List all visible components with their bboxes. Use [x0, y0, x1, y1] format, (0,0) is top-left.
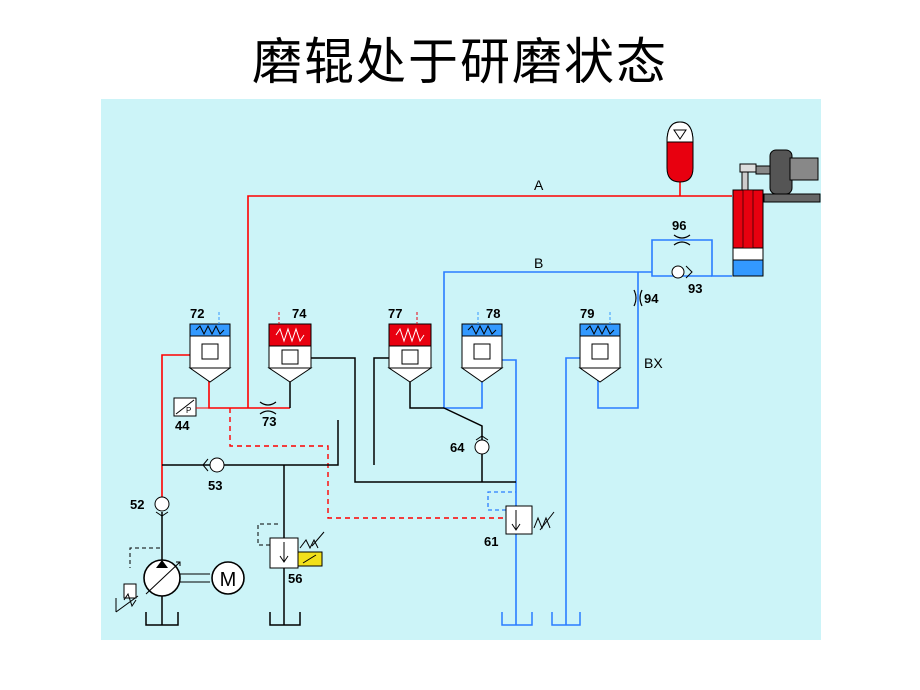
relief-valve-56: [257, 523, 325, 569]
label-73: 73: [262, 414, 276, 429]
valve-79: [578, 312, 622, 383]
check-valve-52: [154, 496, 170, 517]
label-77: 77: [388, 306, 402, 321]
check-valve-93: [671, 265, 693, 279]
orifice-96: [673, 234, 691, 246]
label-56: 56: [288, 571, 302, 586]
svg-text:M: M: [220, 569, 237, 591]
motor: M: [211, 561, 245, 595]
valve-78: [460, 312, 504, 383]
pilot-line-red: [229, 408, 505, 519]
label-64: 64: [450, 440, 465, 455]
accumulator: [666, 121, 694, 183]
svg-text:P: P: [186, 406, 191, 415]
label-44: 44: [175, 418, 190, 433]
label-78: 78: [486, 306, 500, 321]
orifice-73: [259, 401, 277, 415]
tank-symbols: [145, 612, 301, 626]
tank-symbols-blue: [501, 612, 581, 626]
valve-74: [267, 312, 313, 383]
valve-72: [188, 312, 232, 383]
label-72: 72: [190, 306, 204, 321]
check-valve-64: [474, 435, 490, 455]
check-valve-53: [202, 457, 225, 473]
relief-valve-61: [505, 505, 555, 535]
orifice-94: [633, 289, 643, 307]
pump: [129, 547, 210, 597]
valve-77: [387, 312, 433, 383]
line-b: [443, 239, 732, 625]
grinding-roller: [755, 149, 821, 203]
cylinder: [732, 163, 764, 277]
pump-regulator: [115, 583, 139, 613]
label-52: 52: [130, 497, 144, 512]
line-b-label: B: [534, 255, 543, 271]
label-93: 93: [688, 281, 702, 296]
pressure-switch-44: P: [173, 397, 209, 417]
label-61: 61: [484, 534, 498, 549]
pilot-line-blue: [487, 491, 516, 511]
line-a-label: A: [534, 177, 544, 193]
label-74: 74: [292, 306, 307, 321]
slide-title: 磨辊处于研磨状态: [252, 33, 668, 91]
label-96: 96: [672, 218, 686, 233]
line-bx-label: BX: [644, 355, 663, 371]
label-94: 94: [644, 291, 659, 306]
label-53: 53: [208, 478, 222, 493]
label-79: 79: [580, 306, 594, 321]
